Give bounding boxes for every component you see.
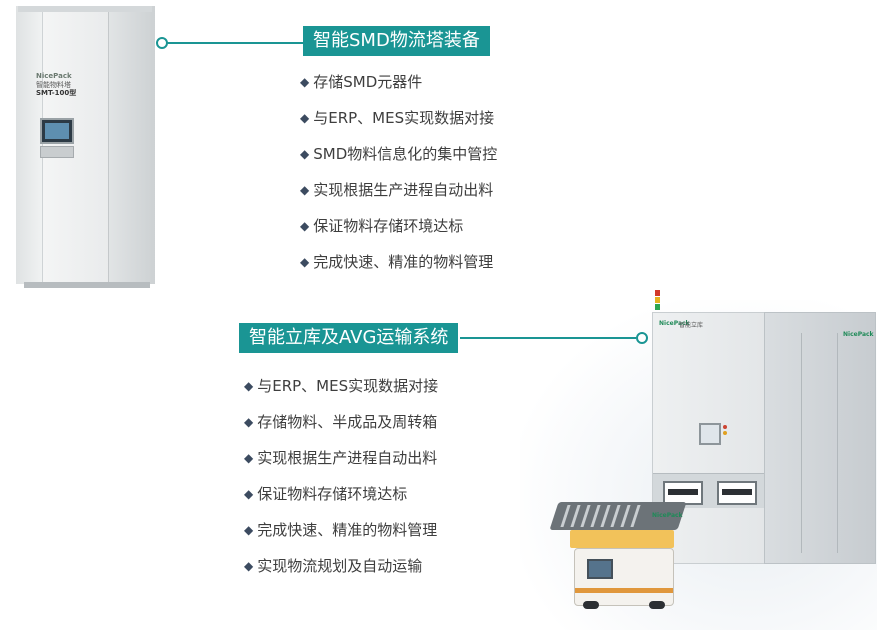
list-item-text: 存储物料、半成品及周转箱 xyxy=(257,413,438,431)
smd-tower-image: NicePack 智能物料塔 SMT-100型 xyxy=(16,6,155,288)
tower-panel-left xyxy=(16,6,42,284)
agv-wheel xyxy=(583,601,599,609)
section2-connector-line xyxy=(460,337,636,339)
warehouse-side-panel: NicePack xyxy=(764,312,876,564)
tower-feed-slot xyxy=(40,146,74,158)
agv-screen xyxy=(587,559,613,579)
diamond-bullet-icon: ◆ xyxy=(244,415,254,429)
warehouse-port-left xyxy=(663,481,703,505)
warehouse-name: 智能立库 xyxy=(679,322,704,329)
list-item-text: 完成快速、精准的物料管理 xyxy=(257,521,438,539)
list-item-text: 保证物料存储环境达标 xyxy=(257,485,408,503)
list-item: ◆与ERP、MES实现数据对接 xyxy=(244,368,438,404)
list-item: ◆保证物料存储环境达标 xyxy=(300,208,497,244)
tower-logo: NicePack xyxy=(36,72,72,80)
tower-panel-right xyxy=(108,6,155,284)
tower-screen xyxy=(40,118,74,144)
agv-vehicle-image: NicePack xyxy=(548,492,688,609)
warehouse-status-leds xyxy=(723,425,727,437)
diamond-bullet-icon: ◆ xyxy=(300,75,310,89)
list-item-text: 与ERP、MES实现数据对接 xyxy=(313,109,495,127)
diamond-bullet-icon: ◆ xyxy=(300,147,310,161)
list-item: ◆存储SMD元器件 xyxy=(300,64,497,100)
list-item-text: 实现物流规划及自动运输 xyxy=(257,557,423,575)
warehouse-logo: NicePack xyxy=(659,320,690,327)
agv-lift-frame xyxy=(570,530,674,548)
agv-stripe xyxy=(575,588,673,593)
list-item: ◆完成快速、精准的物料管理 xyxy=(244,512,438,548)
list-item-text: 保证物料存储环境达标 xyxy=(313,217,464,235)
diamond-bullet-icon: ◆ xyxy=(244,451,254,465)
list-item: ◆完成快速、精准的物料管理 xyxy=(300,244,497,280)
diamond-bullet-icon: ◆ xyxy=(244,559,254,573)
diamond-bullet-icon: ◆ xyxy=(244,379,254,393)
list-item: ◆SMD物料信息化的集中管控 xyxy=(300,136,497,172)
tower-model: SMT-100型 xyxy=(36,89,77,97)
signal-tower-light xyxy=(655,290,660,312)
section2-feature-list: ◆与ERP、MES实现数据对接 ◆存储物料、半成品及周转箱 ◆实现根据生产进程自… xyxy=(244,368,438,584)
list-item: ◆存储物料、半成品及周转箱 xyxy=(244,404,438,440)
list-item-text: SMD物料信息化的集中管控 xyxy=(313,145,498,163)
warehouse-screen xyxy=(699,423,721,445)
list-item: ◆实现根据生产进程自动出料 xyxy=(300,172,497,208)
warehouse-front-panel: NicePack 智能立库 xyxy=(652,312,766,564)
tower-top-cap xyxy=(18,6,152,12)
diamond-bullet-icon: ◆ xyxy=(300,183,310,197)
diamond-bullet-icon: ◆ xyxy=(244,487,254,501)
list-item: ◆保证物料存储环境达标 xyxy=(244,476,438,512)
warehouse-side-logo: NicePack xyxy=(843,331,874,338)
list-item-text: 完成快速、精准的物料管理 xyxy=(313,253,494,271)
list-item-text: 实现根据生产进程自动出料 xyxy=(257,449,438,467)
storage-warehouse-image: NicePack 智能立库 NicePack xyxy=(652,312,876,564)
agv-body xyxy=(574,548,674,609)
list-item: ◆实现根据生产进程自动出料 xyxy=(244,440,438,476)
diamond-bullet-icon: ◆ xyxy=(300,219,310,233)
agv-logo: NicePack xyxy=(652,512,683,519)
tower-panel-front xyxy=(42,6,109,284)
agv-wheel xyxy=(649,601,665,609)
list-item: ◆与ERP、MES实现数据对接 xyxy=(300,100,497,136)
list-item-text: 与ERP、MES实现数据对接 xyxy=(257,377,439,395)
list-item-text: 存储SMD元器件 xyxy=(313,73,423,91)
diamond-bullet-icon: ◆ xyxy=(244,523,254,537)
section1-connector-line xyxy=(167,42,303,44)
list-item: ◆实现物流规划及自动运输 xyxy=(244,548,438,584)
list-item-text: 实现根据生产进程自动出料 xyxy=(313,181,494,199)
section1-feature-list: ◆存储SMD元器件 ◆与ERP、MES实现数据对接 ◆SMD物料信息化的集中管控… xyxy=(300,64,497,280)
section2-connector-dot xyxy=(636,332,648,344)
section2-title: 智能立库及AVG运输系统 xyxy=(239,323,459,353)
diamond-bullet-icon: ◆ xyxy=(300,111,310,125)
tower-name: 智能物料塔 xyxy=(36,81,71,89)
section1-title: 智能SMD物流塔装备 xyxy=(303,26,490,56)
tower-base xyxy=(24,282,150,288)
diamond-bullet-icon: ◆ xyxy=(300,255,310,269)
warehouse-port-right xyxy=(717,481,757,505)
